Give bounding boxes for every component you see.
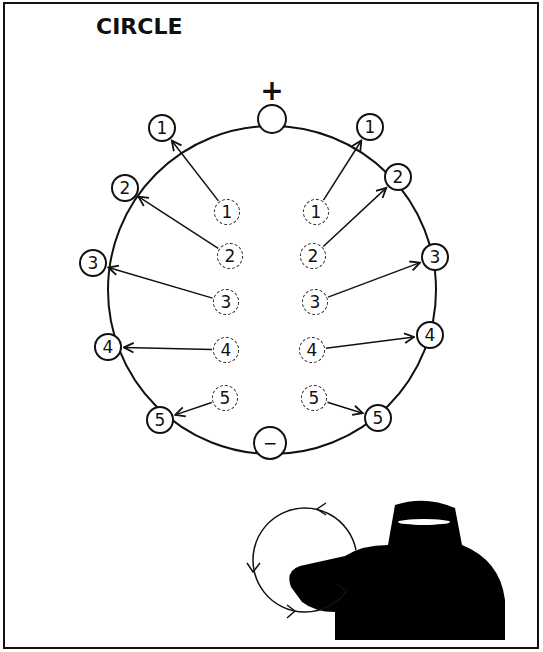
position-number: 4 xyxy=(103,339,114,356)
movement-arrow xyxy=(327,402,362,413)
position-number: 1 xyxy=(222,204,233,221)
eye-slit xyxy=(398,519,450,525)
big-circle xyxy=(108,126,436,454)
end-position: 3 xyxy=(421,243,449,271)
position-number: 1 xyxy=(157,120,168,137)
end-position: 4 xyxy=(94,333,122,361)
position-number: 3 xyxy=(221,294,232,311)
end-position: 2 xyxy=(111,174,139,202)
ninja-silhouette xyxy=(289,501,505,640)
end-position: 2 xyxy=(384,163,412,191)
position-number: 4 xyxy=(307,342,318,359)
start-position: 4 xyxy=(299,337,325,363)
end-position: 4 xyxy=(416,321,444,349)
frame xyxy=(4,3,538,648)
rotation-arrow xyxy=(253,508,356,612)
position-number: 3 xyxy=(310,294,321,311)
end-position: 3 xyxy=(79,249,107,277)
position-number: 3 xyxy=(88,255,99,272)
start-position: 2 xyxy=(217,243,243,269)
position-number: 2 xyxy=(393,169,404,186)
polarity-circle: − xyxy=(253,426,287,460)
position-number: 5 xyxy=(155,412,166,429)
movement-arrow xyxy=(138,197,218,249)
movement-arrow xyxy=(323,188,386,247)
movement-arrow xyxy=(326,337,414,348)
position-number: 3 xyxy=(430,249,441,266)
end-position: 1 xyxy=(148,114,176,142)
position-number: 4 xyxy=(221,342,232,359)
arrow-chevron xyxy=(247,563,260,572)
arrow-chevron xyxy=(287,605,295,618)
movement-arrow xyxy=(175,403,212,415)
end-position: 1 xyxy=(356,113,384,141)
end-position: 5 xyxy=(364,404,392,432)
start-position: 1 xyxy=(214,199,240,225)
position-number: 2 xyxy=(225,248,236,265)
movement-arrow xyxy=(324,141,362,201)
movement-arrow xyxy=(328,263,420,298)
start-position: 4 xyxy=(213,337,239,363)
position-number: 2 xyxy=(120,180,131,197)
start-position: 5 xyxy=(212,385,238,411)
position-number: 5 xyxy=(373,410,384,427)
start-position: 5 xyxy=(301,385,327,411)
polarity-circle: + xyxy=(257,104,287,134)
position-number: 4 xyxy=(425,327,436,344)
end-position: 5 xyxy=(146,406,174,434)
position-number: 5 xyxy=(220,390,231,407)
arrow-chevron xyxy=(337,584,347,600)
start-position: 3 xyxy=(302,289,328,315)
polarity-sign: − xyxy=(263,435,277,452)
movement-arrow xyxy=(124,347,212,349)
position-number: 1 xyxy=(311,204,322,221)
start-position: 3 xyxy=(213,289,239,315)
polarity-sign: + xyxy=(260,77,283,105)
position-number: 1 xyxy=(365,119,376,136)
start-position: 1 xyxy=(303,199,329,225)
position-number: 5 xyxy=(309,390,320,407)
title: CIRCLE xyxy=(96,14,182,39)
movement-arrow xyxy=(172,141,219,201)
position-number: 2 xyxy=(308,248,319,265)
start-position: 2 xyxy=(300,243,326,269)
arrow-chevron xyxy=(317,503,326,515)
movement-arrow xyxy=(108,268,212,299)
